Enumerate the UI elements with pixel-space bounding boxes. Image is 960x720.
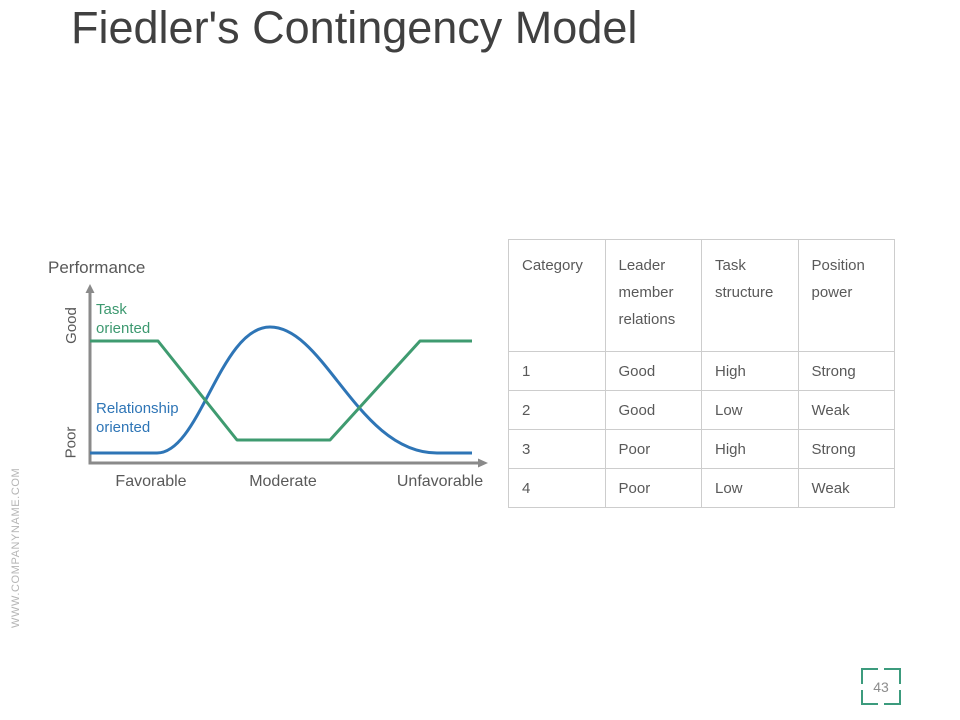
- table-header-row: Category Leader member relations Task st…: [508, 239, 895, 352]
- cell-structure: High: [701, 351, 799, 391]
- cell-relations: Good: [604, 351, 702, 391]
- cell-structure: Low: [701, 390, 799, 430]
- cell-category: 4: [508, 468, 606, 508]
- page-number-box: 43: [861, 668, 901, 705]
- cell-relations: Good: [604, 390, 702, 430]
- cell-power: Weak: [797, 390, 895, 430]
- x-axis-label-unfavorable: Unfavorable: [396, 473, 484, 490]
- cell-relations: Poor: [604, 429, 702, 469]
- cell-category: 1: [508, 351, 606, 391]
- page-number: 43: [873, 678, 889, 695]
- cell-power: Strong: [797, 429, 895, 469]
- col-header-position-power: Position power: [797, 239, 895, 352]
- y-axis-label-good: Good: [62, 307, 80, 344]
- table-row: 1 Good High Strong: [508, 351, 895, 391]
- x-axis-label-moderate: Moderate: [249, 473, 317, 490]
- y-axis-label-poor: Poor: [62, 426, 80, 459]
- col-header-category: Category: [508, 239, 606, 352]
- cell-relations: Poor: [604, 468, 702, 508]
- x-axis-arrow-icon: [478, 458, 488, 468]
- chart-canvas: [85, 284, 488, 468]
- table-row: 4 Poor Low Weak: [508, 468, 895, 508]
- relationship-oriented-line: [90, 325, 472, 455]
- cell-structure: High: [701, 429, 799, 469]
- col-header-task-structure: Task structure: [701, 239, 799, 352]
- contingency-table: Category Leader member relations Task st…: [508, 239, 895, 508]
- cell-power: Weak: [797, 468, 895, 508]
- table-row: 3 Poor High Strong: [508, 429, 895, 469]
- cell-category: 2: [508, 390, 606, 430]
- series-label-relationship-oriented: Relationship oriented: [96, 400, 179, 436]
- slide-title: Fiedler's Contingency Model: [71, 2, 638, 53]
- col-header-leader-member-relations: Leader member relations: [604, 239, 702, 352]
- chart-axis-title: Performance: [48, 258, 146, 277]
- cell-category: 3: [508, 429, 606, 469]
- task-oriented-line: [90, 339, 472, 442]
- series-label-task-oriented: Task oriented: [96, 301, 151, 337]
- table-row: 2 Good Low Weak: [508, 390, 895, 430]
- y-axis-arrow-icon: [85, 284, 95, 293]
- cell-structure: Low: [701, 468, 799, 508]
- x-axis-label-favorable: Favorable: [115, 473, 187, 490]
- cell-power: Strong: [797, 351, 895, 391]
